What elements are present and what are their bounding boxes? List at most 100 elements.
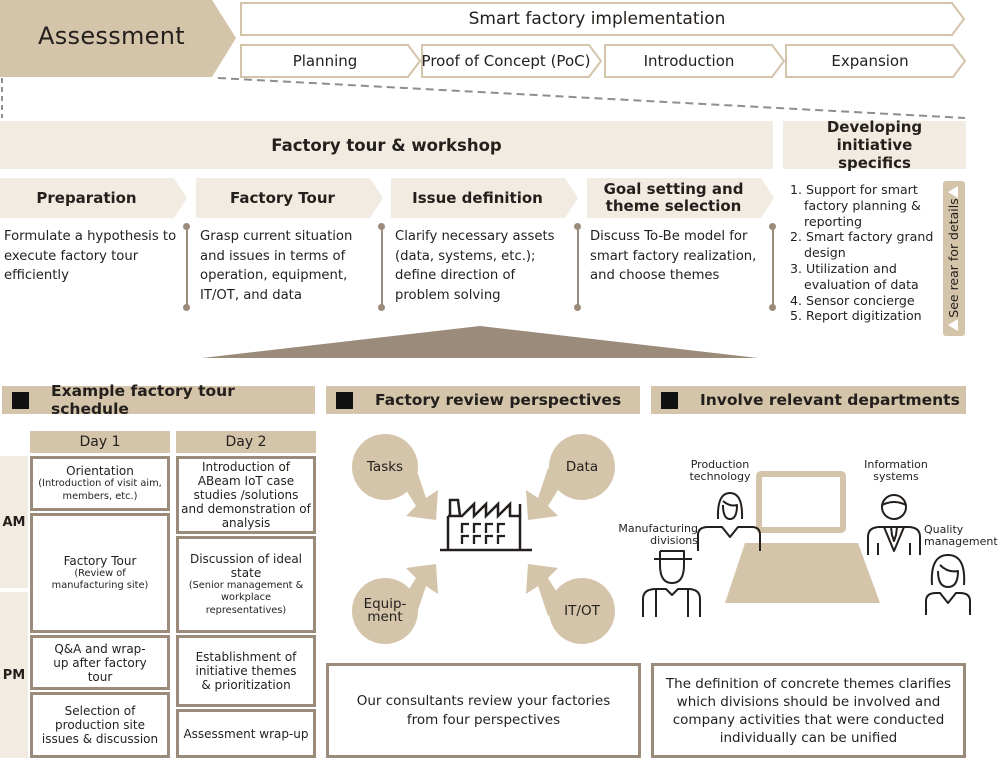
separator-dot xyxy=(769,304,776,311)
departments-note-text: The definition of concrete themes clarif… xyxy=(665,675,952,746)
perspectives-title: Factory review perspectives xyxy=(375,391,622,409)
separator-line xyxy=(577,226,579,308)
phase-chevron-shape xyxy=(240,44,422,78)
step-preparation: Preparation xyxy=(0,178,187,218)
bubble-equipment: Equip- ment xyxy=(352,578,418,644)
step-title: Goal setting and theme selection xyxy=(603,180,744,215)
person-information-systems-icon xyxy=(867,494,921,555)
person-quality-management-icon xyxy=(925,554,971,615)
bubble-data: Data xyxy=(549,434,615,500)
cell-main: Q&A and wrap-up after factory tour xyxy=(53,641,147,684)
separator-dot xyxy=(378,304,385,311)
step-chevron-shape xyxy=(196,178,383,218)
step-goal-setting: Goal setting and theme selection xyxy=(587,178,774,218)
step-description: Discuss To-Be model for smart factory re… xyxy=(590,229,757,283)
cell-main: Orientation xyxy=(66,464,134,478)
zoom-connector-lines xyxy=(1,77,966,119)
workshop-title: Factory tour & workshop xyxy=(271,135,502,155)
square-bullet-icon xyxy=(336,391,353,409)
phase-label: Proof of Concept (PoC) xyxy=(421,52,591,70)
separator-dot xyxy=(574,223,581,230)
step-title: Preparation xyxy=(36,188,137,207)
see-rear-tab[interactable]: See rear for details xyxy=(943,181,965,336)
step-description: Grasp current situation and issues in te… xyxy=(200,229,353,303)
period-am: AM xyxy=(0,456,28,588)
separator-line xyxy=(186,226,188,308)
cell-main: Selection of production site issues & di… xyxy=(41,704,159,746)
step-chevron-shape xyxy=(0,178,187,218)
phase-expansion: Expansion xyxy=(785,44,967,78)
phase-label: Planning xyxy=(292,52,358,70)
schedule-cell: Orientation (Introduction of visit aim, … xyxy=(30,456,170,511)
perspectives-note-text: Our consultants review your factories fr… xyxy=(356,692,611,728)
step-chevron-shape xyxy=(587,178,774,218)
step-description: Clarify necessary assets (data, systems,… xyxy=(395,229,555,303)
cell-sub: (Introduction of visit aim, members, etc… xyxy=(38,478,162,502)
triangle-left-icon xyxy=(948,186,958,198)
schedule-cell: Factory Tour (Review of manufacturing si… xyxy=(30,513,170,633)
phase-label: Expansion xyxy=(831,52,909,70)
step-factory-tour: Factory Tour xyxy=(196,178,383,218)
schedule-cell: Discussion of ideal state (Senior manage… xyxy=(176,536,316,633)
separator-dot xyxy=(769,223,776,230)
initiative-title: Developing initiative specifics xyxy=(826,118,923,172)
cell-sub: (Senior management & workplace represent… xyxy=(188,579,304,616)
triangle-left-icon xyxy=(948,319,958,331)
workshop-title-bar: Factory tour & workshop xyxy=(0,121,773,169)
step-chevron-shape xyxy=(391,178,578,218)
initiative-item: 4. Sensor concierge xyxy=(790,292,915,308)
assessment-phase: Assessment xyxy=(0,0,236,77)
schedule-cell: Selection of production site issues & di… xyxy=(30,692,170,758)
implementation-banner: Smart factory implementation xyxy=(240,2,966,36)
expansion-triangle xyxy=(202,326,758,358)
cell-main: Establishment of initiative themes & pri… xyxy=(195,650,297,692)
cell-main: Discussion of ideal state xyxy=(189,551,303,580)
perspectives-note: Our consultants review your factories fr… xyxy=(326,663,641,758)
perspectives-header: Factory review perspectives xyxy=(326,386,640,414)
day-header: Day 2 xyxy=(176,431,316,453)
schedule-cell: Q&A and wrap-up after factory tour xyxy=(30,635,170,690)
schedule-header: Example factory tour schedule xyxy=(2,382,315,418)
departments-note: The definition of concrete themes clarif… xyxy=(651,663,966,758)
phase-chevron-shape xyxy=(785,44,967,78)
factory-icon xyxy=(440,498,532,552)
bubble-itot: IT/OT xyxy=(549,578,615,644)
schedule-cell: Introduction of ABeam IoT case studies /… xyxy=(176,456,316,534)
separator-dot xyxy=(378,223,385,230)
cell-main: Factory Tour xyxy=(63,553,137,568)
schedule-title: Example factory tour schedule xyxy=(51,382,235,418)
day-header: Day 1 xyxy=(30,431,170,453)
label-production-technology: Production technology xyxy=(689,458,751,483)
separator-dot xyxy=(183,304,190,311)
period-pm: PM xyxy=(0,592,28,758)
assessment-label: Assessment xyxy=(38,22,185,50)
label-manufacturing-divisions: Manufacturing divisions xyxy=(618,522,698,547)
departments-title: Involve relevant departments xyxy=(700,391,960,409)
table-icon xyxy=(725,543,880,603)
person-production-technology-icon xyxy=(697,492,761,551)
phase-chevron-shape xyxy=(604,44,786,78)
initiative-item: 1. Support for smart factory planning & … xyxy=(790,182,921,229)
phase-introduction: Introduction xyxy=(604,44,786,78)
phase-planning: Planning xyxy=(240,44,422,78)
departments-header: Involve relevant departments xyxy=(651,386,966,414)
initiative-item: 2. Smart factory grand design xyxy=(790,229,934,261)
step-description: Formulate a hypothesis to execute factor… xyxy=(4,229,177,283)
schedule-cell: Assessment wrap-up xyxy=(176,709,316,758)
cell-main: Assessment wrap-up xyxy=(183,726,309,741)
implementation-banner-shape xyxy=(240,2,966,36)
assessment-chevron-shape xyxy=(0,0,236,77)
square-bullet-icon xyxy=(12,391,29,409)
schedule-cell: Establishment of initiative themes & pri… xyxy=(176,635,316,707)
departments-illustration xyxy=(642,471,971,617)
dashed-line-right xyxy=(217,77,966,119)
implementation-title: Smart factory implementation xyxy=(468,9,726,29)
cell-main: Introduction of ABeam IoT case studies /… xyxy=(181,460,311,530)
step-issue-definition: Issue definition xyxy=(391,178,578,218)
separator-line xyxy=(381,226,383,308)
label-information-systems: Information systems xyxy=(864,458,928,483)
separator-dot xyxy=(574,304,581,311)
initiative-item: 5. Report digitization xyxy=(790,308,922,324)
label-quality-management: Quality management xyxy=(924,523,998,548)
phase-poc: Proof of Concept (PoC) xyxy=(421,44,603,78)
